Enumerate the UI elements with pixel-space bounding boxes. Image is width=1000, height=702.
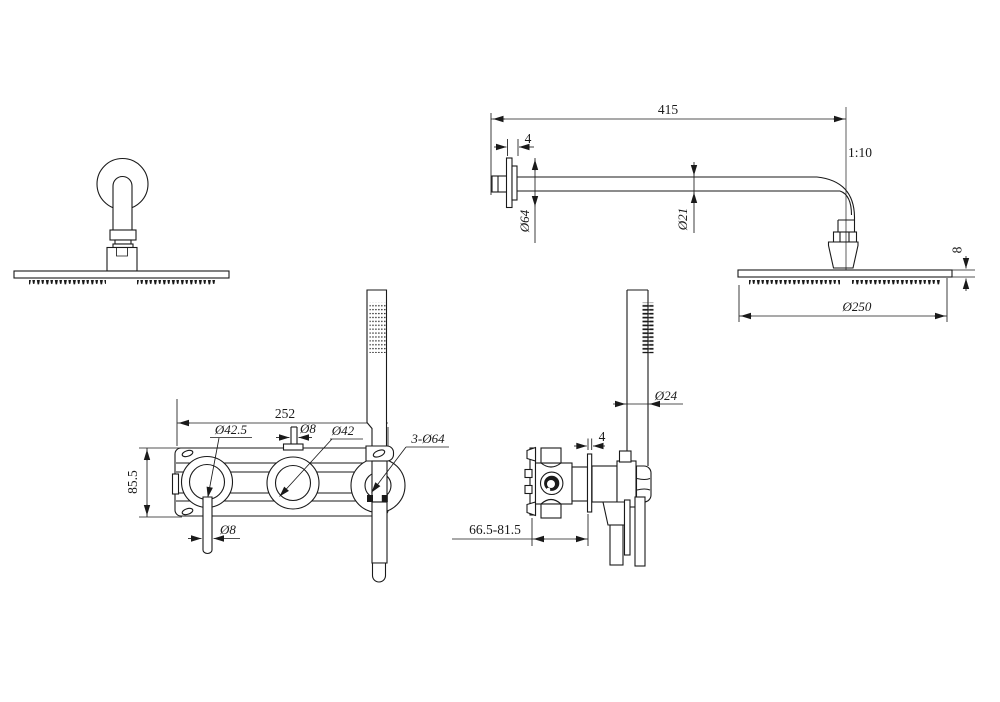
svg-text:Ø8: Ø8 bbox=[219, 522, 236, 537]
ball-joint-cup bbox=[827, 241, 859, 269]
svg-text:Ø24: Ø24 bbox=[654, 388, 678, 403]
svg-text:4: 4 bbox=[525, 131, 532, 146]
dim-arm-dia: Ø21 bbox=[675, 162, 698, 233]
shower-head-plate-side bbox=[737, 269, 953, 278]
dim-top-inlet-dia: Ø8 bbox=[276, 421, 316, 441]
svg-text:3-Ø64: 3-Ø64 bbox=[410, 431, 445, 446]
elbow-inner bbox=[839, 190, 853, 216]
dim-handshower-dia: Ø24 bbox=[613, 388, 683, 408]
holder-slot bbox=[372, 449, 386, 458]
holder-clamp bbox=[381, 495, 388, 502]
dim-head-thickness: 8 bbox=[950, 246, 975, 291]
view-mixer-front: 252 85.5 bbox=[125, 289, 449, 583]
ball-joint-housing bbox=[106, 246, 138, 272]
nozzle-band bbox=[852, 277, 940, 285]
handshower-wand bbox=[371, 501, 388, 564]
dim-flange-dia: Ø64 bbox=[517, 158, 539, 243]
dim-lever-dia: Ø8 bbox=[188, 522, 240, 542]
dim-head-dia: Ø250 bbox=[738, 278, 948, 322]
arm-elbow-front bbox=[112, 175, 133, 231]
mount-slot bbox=[181, 507, 194, 516]
dim-left-knob-dia: Ø42.5 bbox=[206, 422, 252, 498]
left-knob-inner bbox=[188, 463, 226, 501]
svg-text:85.5: 85.5 bbox=[125, 470, 140, 494]
mount-slot bbox=[181, 449, 194, 458]
handshower-wand-tip bbox=[371, 562, 387, 583]
dim-flange-thickness: 4 bbox=[494, 131, 534, 156]
dim-mid-knob-dia: Ø42 bbox=[279, 423, 363, 497]
arm-flange-side bbox=[505, 157, 513, 209]
dim-valve-height: 85.5 bbox=[125, 447, 182, 518]
wall-nipple bbox=[491, 175, 508, 193]
svg-text:Ø21: Ø21 bbox=[675, 208, 690, 231]
valve-body-side bbox=[534, 447, 652, 519]
view-headshower-front bbox=[13, 157, 230, 286]
top-inlet-stub bbox=[282, 426, 304, 451]
svg-text:8: 8 bbox=[950, 246, 965, 253]
nozzle-band bbox=[29, 278, 106, 286]
trim-plate bbox=[586, 453, 593, 513]
wall-bracket bbox=[524, 446, 537, 517]
mixer-lever bbox=[202, 496, 213, 555]
view-mixer-side: Ø24 bbox=[452, 289, 683, 567]
svg-text:4: 4 bbox=[599, 429, 606, 444]
svg-text:66.5-81.5: 66.5-81.5 bbox=[469, 522, 521, 537]
spray-face-dots bbox=[369, 302, 386, 353]
spray-face-side bbox=[642, 302, 654, 354]
side-clip bbox=[171, 473, 180, 495]
valve-lower-parts bbox=[602, 496, 646, 567]
dim-plate-thickness: 4 bbox=[574, 429, 606, 450]
arm-nut bbox=[109, 229, 137, 241]
svg-text:Ø64: Ø64 bbox=[517, 209, 532, 233]
svg-text:252: 252 bbox=[275, 406, 295, 421]
dim-install-depth: 66.5-81.5 bbox=[452, 514, 589, 546]
svg-text:Ø42.5: Ø42.5 bbox=[214, 422, 248, 437]
svg-text:Ø250: Ø250 bbox=[842, 299, 872, 314]
elbow-outer bbox=[816, 176, 856, 220]
valve-port-circle bbox=[539, 471, 564, 496]
nozzle-band bbox=[749, 277, 840, 285]
holder-bracket bbox=[365, 445, 395, 462]
dim-escutcheon-dia: 3-Ø64 bbox=[371, 431, 449, 493]
svg-text:415: 415 bbox=[658, 102, 679, 117]
arm-nut-side bbox=[832, 231, 858, 243]
svg-text:Ø8: Ø8 bbox=[299, 421, 316, 436]
scale-note: 1:10 bbox=[848, 145, 872, 160]
handshower-side bbox=[626, 289, 654, 466]
nozzle-band bbox=[137, 278, 216, 286]
view-arm-side: 415 4 Ø64 bbox=[490, 102, 975, 322]
svg-text:Ø42: Ø42 bbox=[331, 423, 355, 438]
holder-clamp bbox=[367, 495, 373, 502]
dim-arm-length: 415 bbox=[490, 102, 846, 195]
shower-head-plate-front bbox=[13, 270, 230, 279]
